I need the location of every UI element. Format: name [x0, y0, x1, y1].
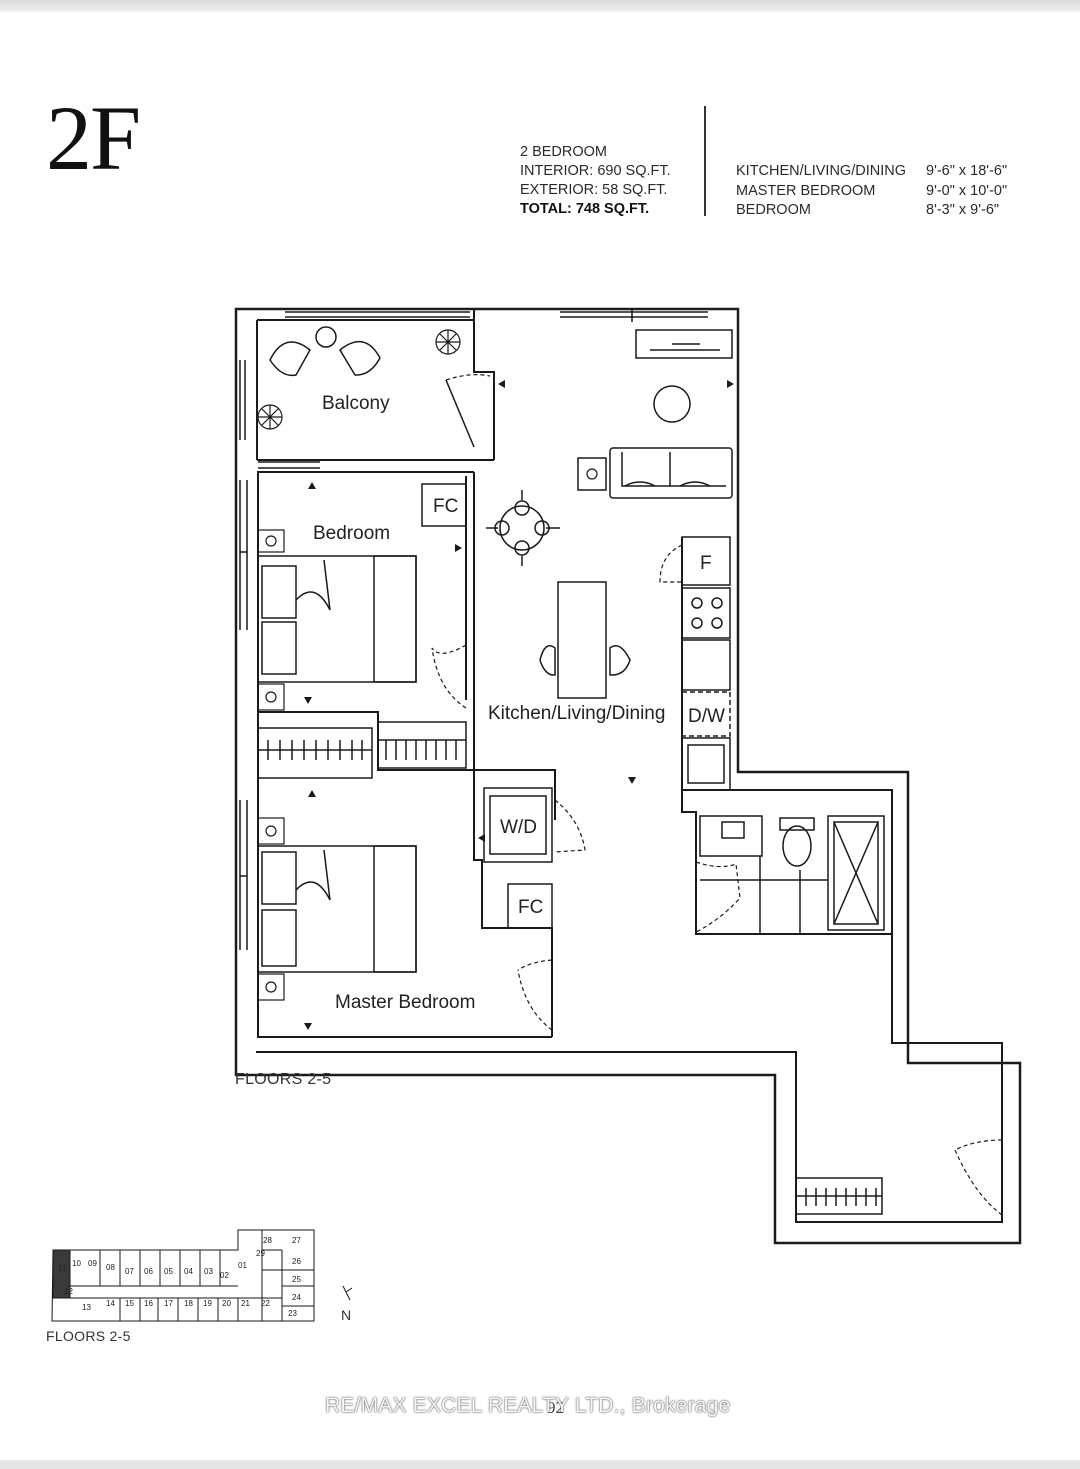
unit-code: 2F	[46, 87, 141, 189]
washer-dryer-label: W/D	[500, 817, 537, 838]
inner-wall	[256, 309, 1003, 1223]
master-closet	[257, 727, 373, 779]
keyplan-unit: 17	[164, 1299, 173, 1308]
keyplan-unit: 25	[292, 1275, 301, 1284]
fridge-door-swing	[659, 544, 683, 583]
fc-upper-box	[421, 483, 467, 527]
room-size-row: MASTER BEDROOM 9'-0" x 10'-0"	[736, 182, 1007, 202]
page-number: 92	[547, 1398, 564, 1417]
dishwasher-label: D/W	[688, 706, 725, 727]
keyplan-unit: 13	[82, 1303, 91, 1312]
fc-upper-label: FC	[433, 496, 458, 517]
bath-door-swing	[695, 861, 741, 933]
outer-wall	[234, 307, 1022, 1245]
room-sizes: KITCHEN/LIVING/DINING 9'-6" x 18'-6" MAS…	[736, 162, 1007, 221]
room-name: BEDROOM	[736, 202, 811, 218]
keyplan-unit: 07	[125, 1267, 134, 1276]
window-bands	[239, 309, 708, 950]
keyplan-unit: 29	[256, 1249, 265, 1258]
unit-type: 2 BEDROOM	[520, 144, 608, 160]
total-area: TOTAL: 748 SQ.FT.	[520, 201, 650, 217]
balcony-label: Balcony	[322, 393, 390, 414]
keyplan-unit: 10	[72, 1259, 81, 1268]
room-dimensions: 8'-3" x 9'-6"	[926, 202, 1000, 218]
keyplan-unit: 24	[292, 1293, 301, 1302]
keyplan-unit: 21	[241, 1299, 250, 1308]
kitchen-counter	[681, 536, 731, 791]
keyplan-unit-11: 11	[58, 1264, 67, 1273]
balcony-door	[445, 379, 475, 448]
fc-lower-box	[507, 883, 553, 929]
bottom-edge	[0, 1460, 1080, 1469]
interior-area: INTERIOR: 690 SQ.FT.	[520, 163, 671, 179]
round-table	[653, 385, 691, 423]
keyplan-unit: 18	[184, 1299, 193, 1308]
master-bed	[257, 845, 417, 973]
keyplan-unit: 08	[106, 1263, 115, 1272]
top-edge	[0, 0, 1080, 12]
spec-divider	[704, 106, 706, 216]
keyplan-unit: 20	[222, 1299, 231, 1308]
keyplan-unit: 06	[144, 1267, 153, 1276]
exterior-area: EXTERIOR: 58 SQ.FT.	[520, 182, 668, 198]
keyplan-unit: 05	[164, 1267, 173, 1276]
bedroom-label: Bedroom	[313, 523, 390, 544]
north-arrow-icon	[342, 1285, 353, 1301]
keyplan-unit: 16	[144, 1299, 153, 1308]
fridge-label: F	[700, 553, 712, 574]
keyplan-unit: 14	[106, 1299, 115, 1308]
master-bedroom-label: Master Bedroom	[335, 992, 475, 1013]
room-name: MASTER BEDROOM	[736, 182, 876, 199]
bedroom-closet	[377, 721, 467, 769]
room-dimensions: 9'-6" x 18'-6"	[926, 163, 1008, 179]
keyplan-unit: 22	[261, 1299, 270, 1308]
sofa	[609, 447, 733, 499]
light-markers	[304, 380, 734, 1030]
keyplan-unit: 28	[263, 1236, 272, 1245]
keyplan-unit: 09	[88, 1259, 97, 1268]
brokerage-watermark: RE/MAX EXCEL REALTY LTD., Brokerage	[325, 1394, 731, 1417]
keyplan-unit-numbers: 11 10 09 08 07 06 05 04 03 02 01 12 13 1…	[58, 1236, 301, 1318]
keyplan-unit: 15	[125, 1299, 134, 1308]
keyplan-unit: 23	[288, 1309, 297, 1318]
keyplan-unit: 12	[64, 1287, 73, 1296]
master-door-swing	[517, 959, 553, 1031]
fc-lower-label: FC	[518, 897, 543, 918]
outlet-markers	[257, 468, 598, 1001]
outlet-icon	[577, 457, 607, 491]
north-label: N	[341, 1307, 351, 1323]
keyplan-unit: 03	[204, 1267, 213, 1276]
keyplan-unit: 02	[220, 1271, 229, 1280]
keyplan-unit: 26	[292, 1257, 301, 1266]
kitchen-living-dining-label: Kitchen/Living/Dining	[488, 703, 665, 724]
keyplan-floors-label: FLOORS 2-5	[46, 1328, 131, 1344]
bedroom-door-swing	[431, 644, 467, 709]
unit-specs: 2 BEDROOM INTERIOR: 690 SQ.FT. EXTERIOR:…	[520, 143, 671, 219]
floors-label: FLOORS 2-5	[235, 1071, 332, 1088]
balcony-plant-icon	[257, 329, 461, 430]
foyer-closet	[795, 1177, 883, 1215]
room-size-row: KITCHEN/LIVING/DINING 9'-6" x 18'-6"	[736, 162, 1007, 182]
dining-set	[486, 490, 560, 566]
keyplan-unit: 01	[238, 1261, 247, 1270]
keyplan-unit: 19	[203, 1299, 212, 1308]
washer-dryer	[483, 787, 553, 863]
kitchen-island	[539, 581, 631, 699]
keyplan-unit: 27	[292, 1236, 301, 1245]
keyplan-highlight	[52, 1249, 71, 1299]
room-dimensions: 9'-0" x 10'-0"	[926, 182, 1008, 199]
tv-console	[635, 329, 733, 359]
bedroom-bed	[257, 555, 417, 683]
keyplan-unit: 04	[184, 1267, 193, 1276]
room-size-row: BEDROOM 8'-3" x 9'-6"	[736, 201, 1007, 221]
entry-door-swing	[954, 1139, 1003, 1216]
balcony-door-swing	[445, 374, 491, 381]
balcony-chairs	[269, 326, 381, 377]
bathroom-fixtures	[699, 815, 885, 934]
room-name: KITCHEN/LIVING/DINING	[736, 163, 906, 179]
key-plan	[51, 1229, 315, 1322]
laundry-door-swing	[554, 799, 586, 853]
